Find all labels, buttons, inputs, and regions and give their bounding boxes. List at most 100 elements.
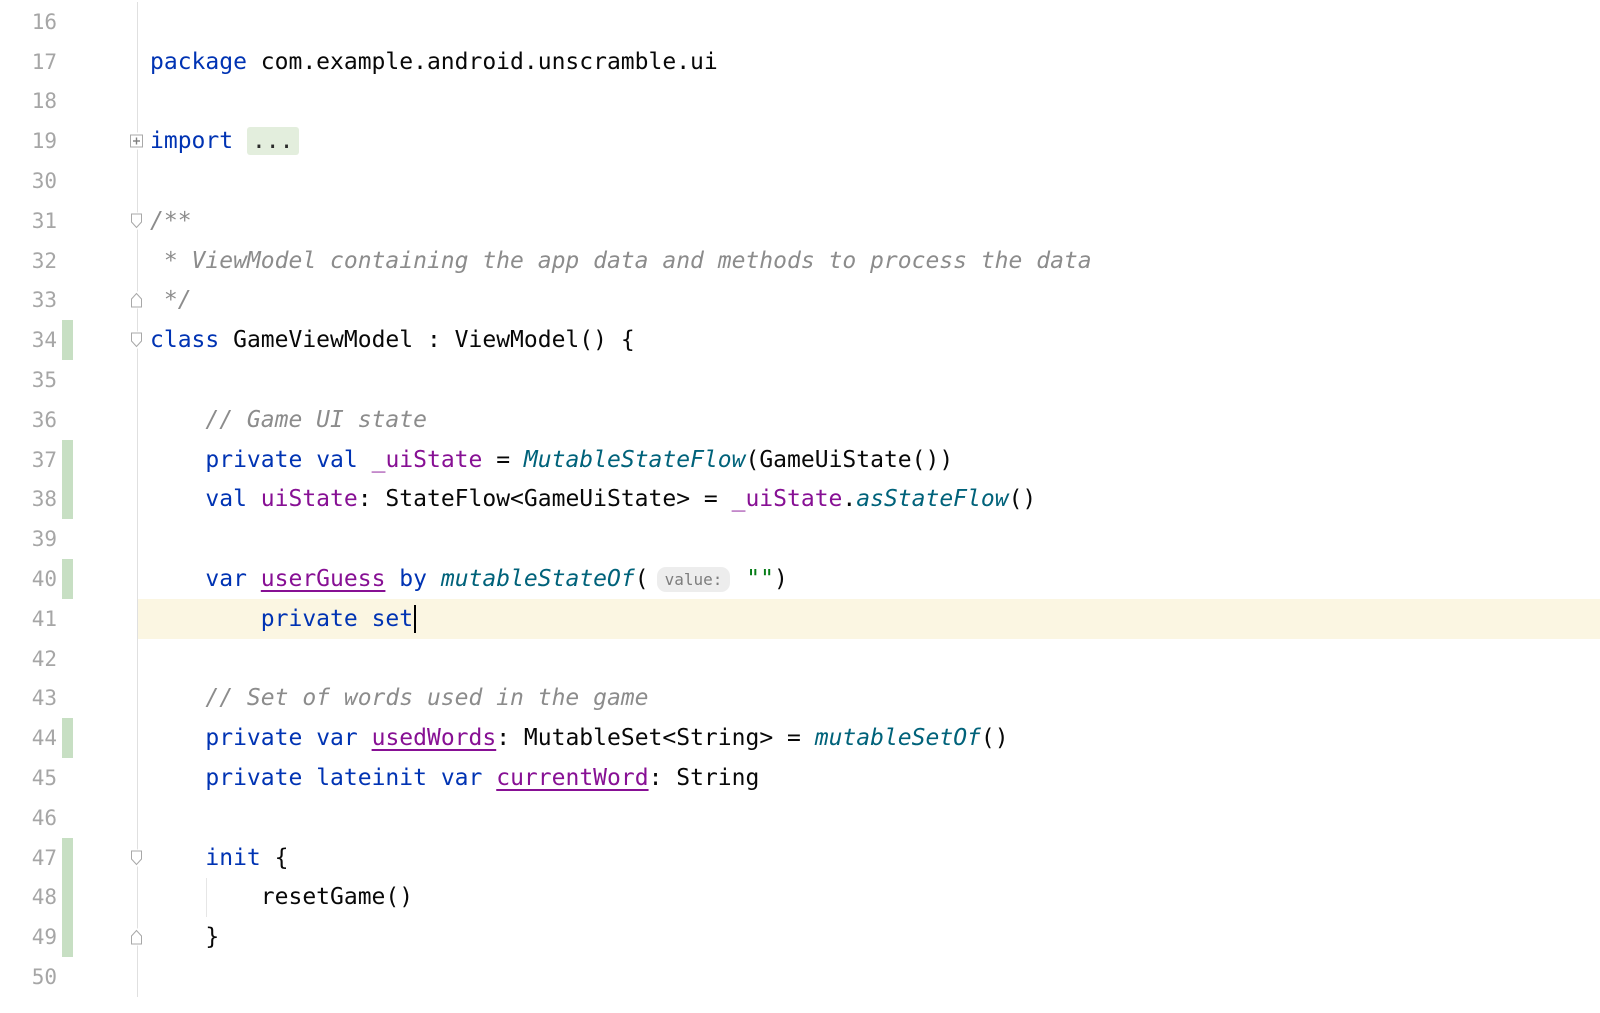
line-number[interactable]: 33 bbox=[31, 288, 57, 313]
line-number[interactable]: 31 bbox=[31, 208, 57, 233]
gutter: 16 bbox=[0, 2, 137, 42]
line-number[interactable]: 39 bbox=[31, 527, 57, 552]
fold-start-icon[interactable] bbox=[129, 849, 144, 867]
gutter: 19 bbox=[0, 121, 144, 161]
code-text[interactable] bbox=[137, 360, 1600, 400]
code-token: init bbox=[205, 844, 261, 871]
line-number[interactable]: 30 bbox=[31, 169, 57, 194]
code-line: 31 /** bbox=[0, 200, 1600, 241]
line-number[interactable]: 34 bbox=[31, 328, 57, 353]
code-text[interactable]: */ bbox=[137, 280, 1600, 321]
line-number[interactable]: 18 bbox=[31, 89, 57, 114]
code-token: { bbox=[260, 844, 289, 871]
code-line: 48 resetGame() bbox=[0, 877, 1600, 918]
line-number[interactable]: 45 bbox=[31, 766, 57, 791]
code-text[interactable] bbox=[137, 2, 1600, 42]
code-token: . bbox=[842, 486, 857, 513]
line-number[interactable]: 32 bbox=[31, 248, 57, 273]
code-text[interactable]: * ViewModel containing the app data and … bbox=[137, 240, 1600, 281]
gutter: 48 bbox=[0, 877, 137, 918]
code-token bbox=[150, 447, 205, 473]
code-line: 37 private val _uiState = MutableStateFl… bbox=[0, 439, 1600, 480]
code-text[interactable]: private val _uiState = MutableStateFlow(… bbox=[137, 439, 1600, 480]
line-number[interactable]: 35 bbox=[31, 368, 57, 393]
change-marker bbox=[62, 320, 73, 361]
line-number[interactable]: 19 bbox=[31, 129, 57, 154]
line-number[interactable]: 38 bbox=[31, 487, 57, 512]
code-text[interactable] bbox=[137, 161, 1600, 201]
line-number[interactable]: 43 bbox=[31, 686, 57, 711]
line-number[interactable]: 37 bbox=[31, 447, 57, 472]
code-text[interactable] bbox=[137, 957, 1600, 997]
code-line: 40 var userGuess by mutableStateOf(value… bbox=[0, 559, 1600, 599]
code-text[interactable] bbox=[137, 797, 1600, 838]
fold-end-icon[interactable] bbox=[129, 291, 144, 309]
fold-start-icon[interactable] bbox=[129, 212, 144, 230]
code-token: "" bbox=[746, 566, 774, 593]
code-token: (GameUiState()) bbox=[745, 446, 954, 473]
code-text[interactable]: // Set of words used in the game bbox=[137, 678, 1600, 719]
code-text[interactable]: val uiState: StateFlow<GameUiState> = _u… bbox=[137, 479, 1600, 520]
code-text[interactable]: private set bbox=[137, 598, 1600, 639]
code-text[interactable]: private lateinit var currentWord: String bbox=[137, 758, 1600, 798]
code-text[interactable] bbox=[137, 519, 1600, 560]
code-token bbox=[427, 765, 441, 791]
line-number[interactable]: 40 bbox=[31, 567, 57, 592]
fold-plus-icon[interactable] bbox=[129, 132, 144, 150]
code-line: 50 bbox=[0, 957, 1600, 997]
fold-start-icon[interactable] bbox=[129, 331, 144, 349]
line-number[interactable]: 16 bbox=[31, 9, 57, 34]
code-line: 46 bbox=[0, 797, 1600, 838]
code-line: 17 package com.example.android.unscramble… bbox=[0, 41, 1600, 82]
code-text[interactable]: import ... bbox=[137, 121, 1600, 162]
code-token: ... bbox=[246, 127, 299, 156]
code-token: uiState bbox=[260, 486, 358, 513]
code-token: private bbox=[205, 765, 303, 792]
gutter: 36 bbox=[0, 400, 137, 440]
line-number[interactable]: 50 bbox=[31, 965, 57, 990]
code-token: private bbox=[205, 446, 303, 473]
code-text[interactable]: private var usedWords: MutableSet<String… bbox=[137, 718, 1600, 759]
gutter: 42 bbox=[0, 639, 137, 679]
code-text[interactable] bbox=[137, 638, 1600, 679]
line-number[interactable]: 17 bbox=[31, 49, 57, 74]
code-token: GameViewModel : ViewModel() { bbox=[219, 327, 635, 354]
gutter: 35 bbox=[0, 360, 137, 400]
code-token bbox=[358, 725, 372, 751]
code-line: 41 private set bbox=[0, 598, 1600, 639]
gutter: 41 bbox=[0, 599, 137, 639]
line-number[interactable]: 36 bbox=[31, 407, 57, 432]
gutter: 31 bbox=[0, 201, 144, 241]
line-number[interactable]: 44 bbox=[31, 726, 57, 751]
code-token bbox=[385, 566, 399, 592]
code-token bbox=[358, 447, 372, 473]
change-marker bbox=[62, 439, 73, 480]
code-text[interactable]: class GameViewModel : ViewModel() { bbox=[137, 320, 1600, 361]
fold-end-icon[interactable] bbox=[129, 928, 144, 946]
code-text[interactable]: /** bbox=[137, 200, 1600, 241]
line-number[interactable]: 48 bbox=[31, 885, 57, 910]
code-line: 16 bbox=[0, 2, 1600, 42]
code-text[interactable]: // Game UI state bbox=[137, 399, 1600, 440]
code-text[interactable]: resetGame() bbox=[137, 877, 1600, 918]
line-number[interactable]: 47 bbox=[31, 845, 57, 870]
line-number[interactable]: 41 bbox=[31, 606, 57, 631]
gutter: 38 bbox=[0, 479, 137, 520]
code-text[interactable]: var userGuess by mutableStateOf(value: "… bbox=[137, 559, 1600, 599]
line-number[interactable]: 42 bbox=[31, 646, 57, 671]
code-text[interactable]: init { bbox=[137, 837, 1600, 878]
code-token: import bbox=[150, 128, 234, 155]
code-text[interactable] bbox=[137, 81, 1600, 122]
code-token: val bbox=[316, 446, 358, 473]
code-text[interactable]: } bbox=[137, 917, 1600, 958]
line-number[interactable]: 46 bbox=[31, 805, 57, 830]
gutter: 33 bbox=[0, 281, 144, 321]
line-number[interactable]: 49 bbox=[31, 925, 57, 950]
code-token: : StateFlow<GameUiState> = bbox=[357, 486, 732, 513]
change-marker bbox=[62, 837, 73, 878]
code-text[interactable]: package com.example.android.unscramble.u… bbox=[137, 41, 1600, 82]
code-token: currentWord bbox=[496, 765, 649, 792]
code-token bbox=[150, 606, 261, 632]
